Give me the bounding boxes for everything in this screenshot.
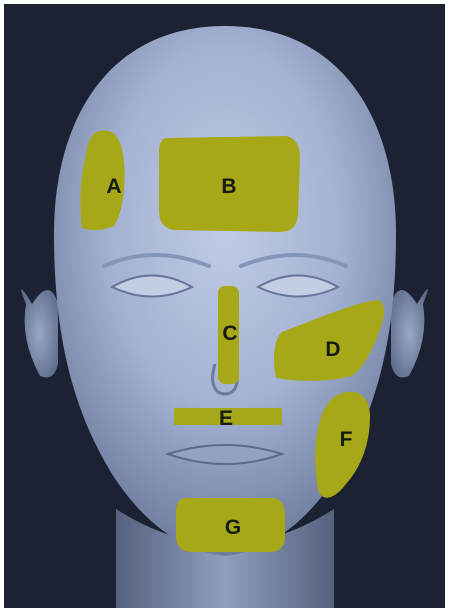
- zone-d-label: D: [325, 338, 340, 361]
- zone-e-label: E: [219, 407, 233, 430]
- zone-f-label: F: [340, 428, 353, 451]
- face-diagram-svg: A B C D E F G: [4, 4, 445, 608]
- zone-g-label: G: [225, 516, 241, 539]
- zone-c-label: C: [222, 322, 237, 345]
- zone-b-label: B: [221, 175, 236, 198]
- zone-a-label: A: [106, 175, 121, 198]
- face-diagram: A B C D E F G: [4, 4, 445, 608]
